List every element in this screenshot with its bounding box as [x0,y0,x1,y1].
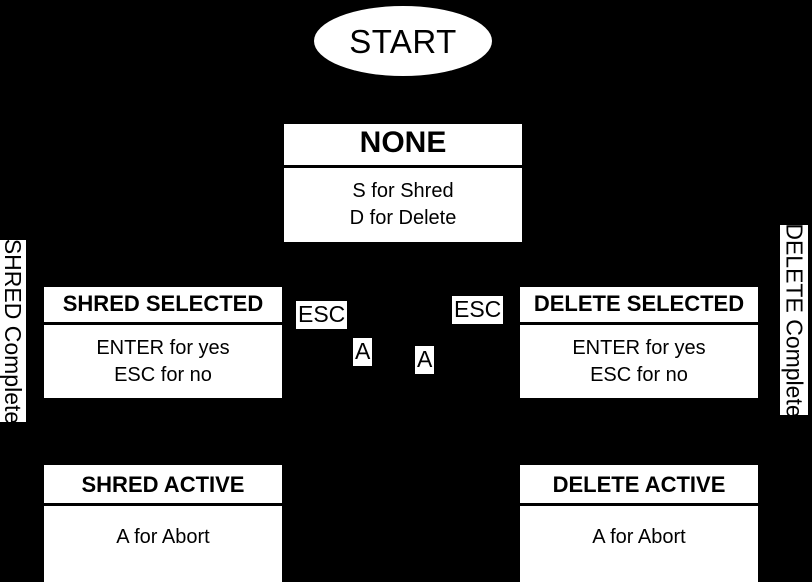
state-node-delete-selected[interactable]: DELETE SELECTED ENTER for yes ESC for no [520,287,758,398]
transition-label-delete-complete-text: DELETE Complete [781,222,808,418]
start-node[interactable]: START [314,6,492,76]
state-title-delete-selected: DELETE SELECTED [520,287,758,325]
state-node-shred-active[interactable]: SHRED ACTIVE A for Abort [44,465,282,582]
state-body-delete-selected: ENTER for yes ESC for no [572,336,706,386]
state-body-delete-active: A for Abort [592,525,686,548]
state-title-shred-active: SHRED ACTIVE [44,465,282,506]
state-body-none: S for Shred D for Delete [349,180,457,230]
transition-label-delete-complete: DELETE Complete [780,222,808,418]
state-node-delete-active[interactable]: DELETE ACTIVE A for Abort [520,465,758,582]
state-title-none: NONE [284,124,522,169]
state-node-none[interactable]: NONE S for Shred D for Delete [284,124,522,242]
state-body-shred-active: A for Abort [116,525,210,548]
transition-label-esc-right: ESC [452,296,504,324]
transition-label-shred-complete: SHRED Complete [0,238,27,424]
transition-label-shred-complete-text: SHRED Complete [0,238,27,424]
start-node-label: START [349,22,457,60]
state-title-shred-selected: SHRED SELECTED [44,287,282,325]
transition-label-a-left: A [353,338,373,366]
state-body-shred-selected: ENTER for yes ESC for no [96,336,230,386]
state-title-delete-active: DELETE ACTIVE [520,465,758,506]
transition-label-a-right: A [415,346,435,374]
state-node-shred-selected[interactable]: SHRED SELECTED ENTER for yes ESC for no [44,287,282,398]
transition-label-esc-left: ESC [296,301,348,329]
